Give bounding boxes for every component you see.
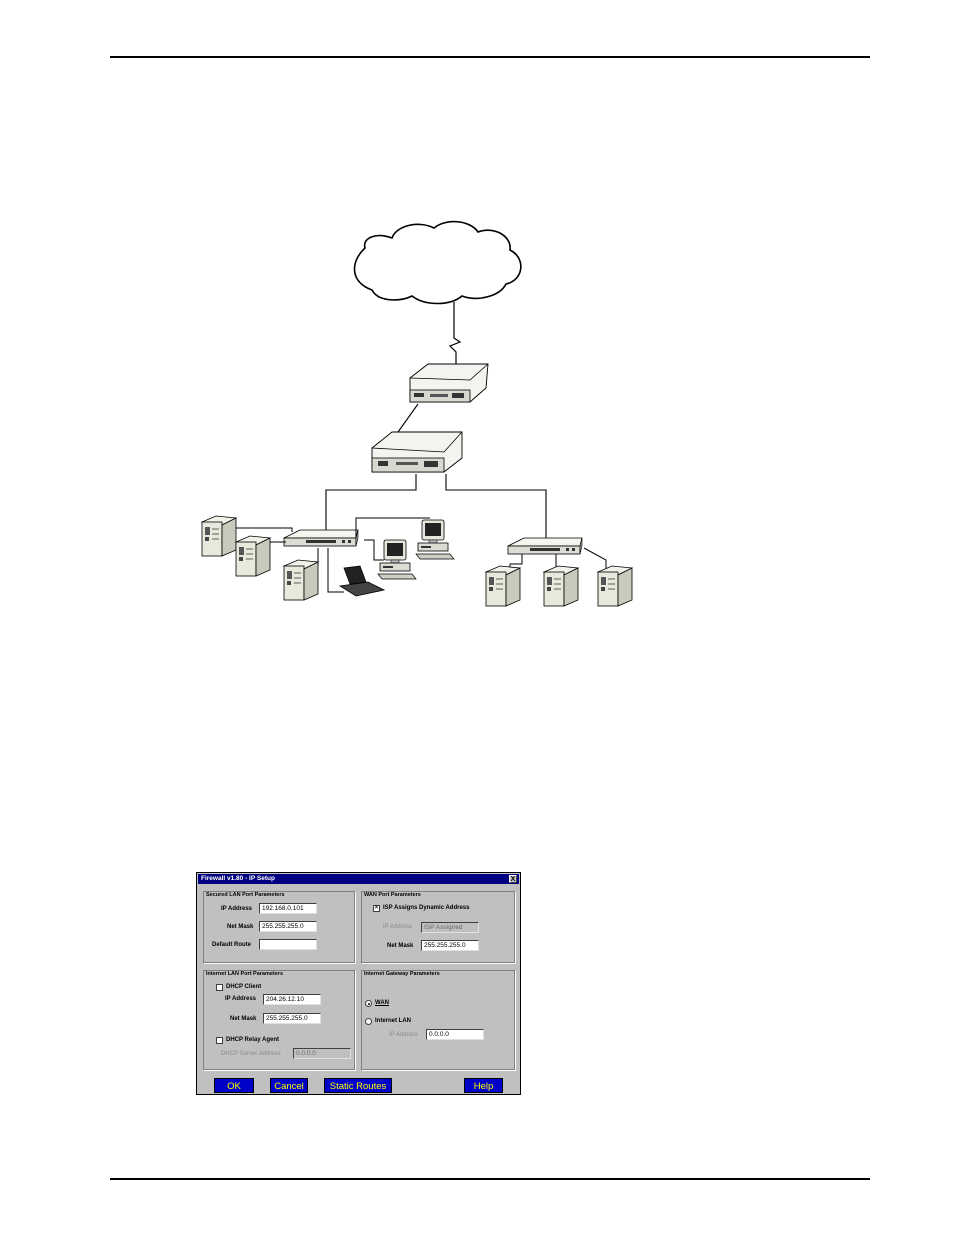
internet-lan-hub (507, 537, 583, 555)
wan-radio-label: WAN (375, 1000, 389, 1006)
ok-button[interactable]: OK (214, 1078, 254, 1093)
internet-lan-radio[interactable] (365, 1018, 372, 1025)
server-1 (201, 515, 237, 557)
internet-lan-link (445, 474, 547, 540)
firewall-device (371, 431, 463, 473)
modem-device (409, 363, 489, 403)
secured-lan-link (325, 474, 417, 532)
server-2 (235, 535, 271, 577)
secured-mask-field[interactable]: 255.255.255.0 (259, 921, 317, 932)
gateway-title: Internet Gateway Parameters (364, 971, 440, 977)
gateway-ip-label: IP Address (389, 1032, 418, 1038)
gateway-group (361, 970, 515, 1070)
wan-mask-field[interactable]: 255.255.255.0 (421, 940, 479, 951)
secured-lan-hub (283, 529, 359, 547)
server-3 (283, 559, 319, 601)
server-6 (597, 565, 633, 607)
inet-ip-label: IP Address (225, 996, 257, 1002)
laptop (338, 565, 386, 597)
internet-lan-radio-label: Internet LAN (375, 1018, 411, 1024)
dhcp-relay-label: DHCP Relay Agent (226, 1037, 280, 1043)
inet-mask-field[interactable]: 255.255.255.0 (263, 1013, 321, 1024)
dialog-title: Firewall v1.80 - IP Setup (201, 875, 275, 882)
gateway-ip-field[interactable]: 0.0.0.0 (426, 1029, 484, 1040)
static-routes-button[interactable]: Static Routes (324, 1078, 392, 1093)
server-4 (485, 565, 521, 607)
wan-ip-label: IP Address (383, 924, 412, 930)
internet-cloud (353, 220, 522, 305)
wan-mask-label: Net Mask (387, 943, 414, 949)
workstation-1 (415, 519, 455, 560)
dhcp-relay-checkbox[interactable] (216, 1037, 223, 1044)
ip-setup-dialog: Firewall v1.80 - IP Setup X Secured LAN … (196, 872, 521, 1095)
wan-ip-field[interactable]: ISP Assigned (421, 922, 479, 933)
dhcp-server-field[interactable]: 0.0.0.0 (293, 1048, 351, 1059)
dhcp-server-label: DHCP Server Address (221, 1051, 281, 1057)
modem-firewall-link (397, 403, 419, 433)
wan-radio[interactable] (365, 1000, 372, 1007)
cancel-button[interactable]: Cancel (270, 1078, 308, 1093)
secured-mask-label: Net Mask (227, 924, 254, 930)
footer-rule (110, 1178, 870, 1180)
internet-lan-group (203, 970, 355, 1070)
dhcp-client-checkbox[interactable] (216, 984, 223, 991)
default-route-field[interactable] (259, 939, 317, 950)
dialog-titlebar: Firewall v1.80 - IP Setup X (198, 874, 519, 884)
wan-group (361, 891, 515, 963)
server-5 (543, 565, 579, 607)
inet-ip-field[interactable]: 204.26.12.10 (263, 994, 321, 1005)
wan-link (448, 302, 462, 366)
secured-lan-title: Secured LAN Port Parameters (206, 892, 285, 898)
secured-ip-field[interactable]: 192.168.0.101 (259, 903, 317, 914)
close-icon[interactable]: X (509, 875, 517, 883)
isp-assigns-checkbox[interactable]: ✕ (373, 905, 380, 912)
internet-lan-title: Internet LAN Port Parameters (206, 971, 284, 977)
isp-assigns-label: ISP Assigns Dynamic Address (383, 905, 470, 911)
secured-lan-group (203, 891, 355, 963)
inet-mask-label: Net Mask (230, 1016, 257, 1022)
network-diagram (201, 220, 633, 607)
dhcp-client-label: DHCP Client (226, 984, 262, 990)
default-route-label: Default Route (212, 942, 251, 948)
secured-ip-label: IP Address (221, 906, 253, 912)
wan-title: WAN Port Parameters (364, 892, 421, 898)
help-button[interactable]: Help (464, 1078, 503, 1093)
header-rule (110, 56, 870, 58)
